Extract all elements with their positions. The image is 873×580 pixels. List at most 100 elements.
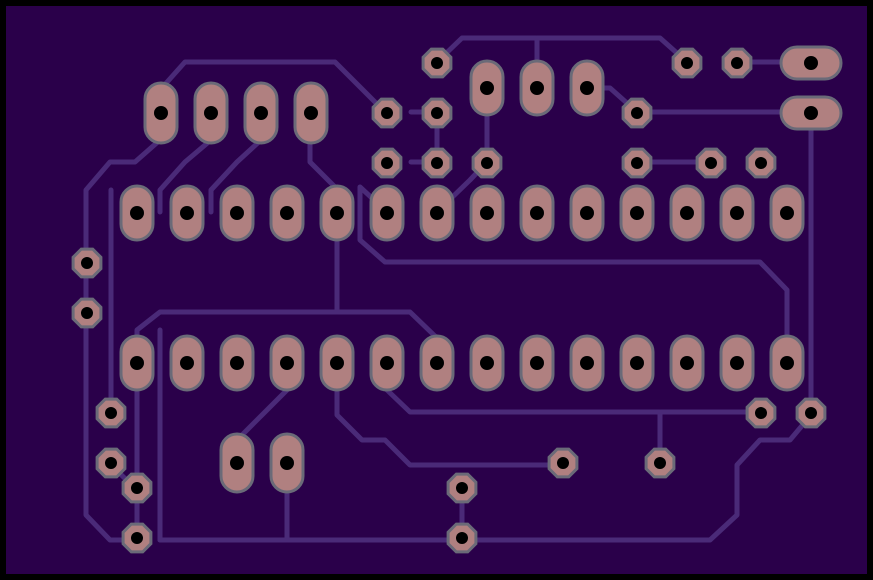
crystal-pad-2-drill — [530, 81, 544, 95]
via-pad-15 — [95, 397, 127, 429]
capacitor-pad-2 — [269, 432, 305, 494]
via-pad-10 — [621, 147, 653, 179]
dip-pad-bottom-7 — [419, 334, 455, 392]
via-pad-5 — [421, 97, 453, 129]
dip-pad-bottom-9 — [519, 334, 555, 392]
via-pad-13-drill — [81, 257, 93, 269]
header-pad-3-drill — [254, 106, 268, 120]
via-pad-3-drill — [731, 57, 743, 69]
dip-pad-bottom-3-drill — [230, 356, 244, 370]
dip-pad-bottom-5 — [319, 334, 355, 392]
dip-pad-top-2 — [169, 184, 205, 242]
crystal-pad-3-drill — [580, 81, 594, 95]
via-pad-13 — [71, 247, 103, 279]
dip-pad-bottom-13 — [719, 334, 755, 392]
via-pad-17-drill — [131, 482, 143, 494]
via-pad-20-drill — [456, 532, 468, 544]
dip-pad-bottom-3 — [219, 334, 255, 392]
via-pad-16-drill — [105, 457, 117, 469]
dip-pad-top-3-drill — [230, 206, 244, 220]
via-pad-22 — [644, 447, 676, 479]
header-pad-1-drill — [154, 106, 168, 120]
capacitor-pad-1 — [219, 432, 255, 494]
dip-pad-top-6 — [369, 184, 405, 242]
via-pad-21-drill — [557, 457, 569, 469]
power-pad-1-drill — [804, 56, 818, 70]
dip-pad-top-13 — [719, 184, 755, 242]
via-pad-1-drill — [431, 57, 443, 69]
power-pad-2 — [779, 95, 843, 131]
via-pad-14-drill — [81, 307, 93, 319]
header-pad-2 — [193, 81, 229, 145]
header-pad-4 — [293, 81, 329, 145]
header-pad-4-drill — [304, 106, 318, 120]
dip-pad-top-8-drill — [480, 206, 494, 220]
via-pad-7 — [371, 147, 403, 179]
via-pad-18-drill — [131, 532, 143, 544]
via-pad-22-drill — [654, 457, 666, 469]
dip-pad-top-11 — [619, 184, 655, 242]
dip-pad-bottom-14-drill — [780, 356, 794, 370]
dip-pad-top-4 — [269, 184, 305, 242]
via-pad-12-drill — [755, 157, 767, 169]
via-pad-20 — [446, 522, 478, 554]
capacitor-pad-2-drill — [280, 456, 294, 470]
header-pad-3 — [243, 81, 279, 145]
dip-pad-bottom-6-drill — [380, 356, 394, 370]
dip-pad-bottom-11-drill — [630, 356, 644, 370]
power-pad-1 — [779, 45, 843, 81]
dip-pad-bottom-10 — [569, 334, 605, 392]
dip-pad-top-9-drill — [530, 206, 544, 220]
via-pad-23 — [745, 397, 777, 429]
via-pad-6-drill — [631, 107, 643, 119]
via-pad-8-drill — [431, 157, 443, 169]
dip-pad-bottom-7-drill — [430, 356, 444, 370]
dip-pad-bottom-8-drill — [480, 356, 494, 370]
via-pad-12 — [745, 147, 777, 179]
dip-pad-top-11-drill — [630, 206, 644, 220]
dip-pad-bottom-4 — [269, 334, 305, 392]
dip-pad-top-5-drill — [330, 206, 344, 220]
via-pad-2-drill — [681, 57, 693, 69]
capacitor-pad-1-drill — [230, 456, 244, 470]
crystal-pad-1 — [469, 59, 505, 117]
dip-pad-top-10 — [569, 184, 605, 242]
dip-pad-top-2-drill — [180, 206, 194, 220]
pad-layer — [71, 45, 843, 554]
via-pad-21 — [547, 447, 579, 479]
via-pad-5-drill — [431, 107, 443, 119]
dip-pad-bottom-12 — [669, 334, 705, 392]
via-pad-4 — [371, 97, 403, 129]
dip-pad-top-3 — [219, 184, 255, 242]
via-pad-14 — [71, 297, 103, 329]
via-pad-11-drill — [705, 157, 717, 169]
dip-pad-top-1-drill — [130, 206, 144, 220]
dip-pad-top-8 — [469, 184, 505, 242]
via-pad-23-drill — [755, 407, 767, 419]
dip-pad-bottom-6 — [369, 334, 405, 392]
via-pad-17 — [121, 472, 153, 504]
dip-pad-top-4-drill — [280, 206, 294, 220]
trace-18 — [357, 184, 790, 365]
dip-pad-top-14-drill — [780, 206, 794, 220]
dip-pad-bottom-8 — [469, 334, 505, 392]
via-pad-8 — [421, 147, 453, 179]
via-pad-7-drill — [381, 157, 393, 169]
trace-12 — [334, 359, 566, 468]
dip-pad-bottom-1 — [119, 334, 155, 392]
via-pad-19 — [446, 472, 478, 504]
dip-pad-bottom-14 — [769, 334, 805, 392]
crystal-pad-1-drill — [480, 81, 494, 95]
dip-pad-top-9 — [519, 184, 555, 242]
dip-pad-bottom-1-drill — [130, 356, 144, 370]
via-pad-1 — [421, 47, 453, 79]
via-pad-18 — [121, 522, 153, 554]
via-pad-24-drill — [805, 407, 817, 419]
dip-pad-bottom-9-drill — [530, 356, 544, 370]
via-pad-15-drill — [105, 407, 117, 419]
via-pad-19-drill — [456, 482, 468, 494]
header-pad-1 — [143, 81, 179, 145]
dip-pad-bottom-12-drill — [680, 356, 694, 370]
